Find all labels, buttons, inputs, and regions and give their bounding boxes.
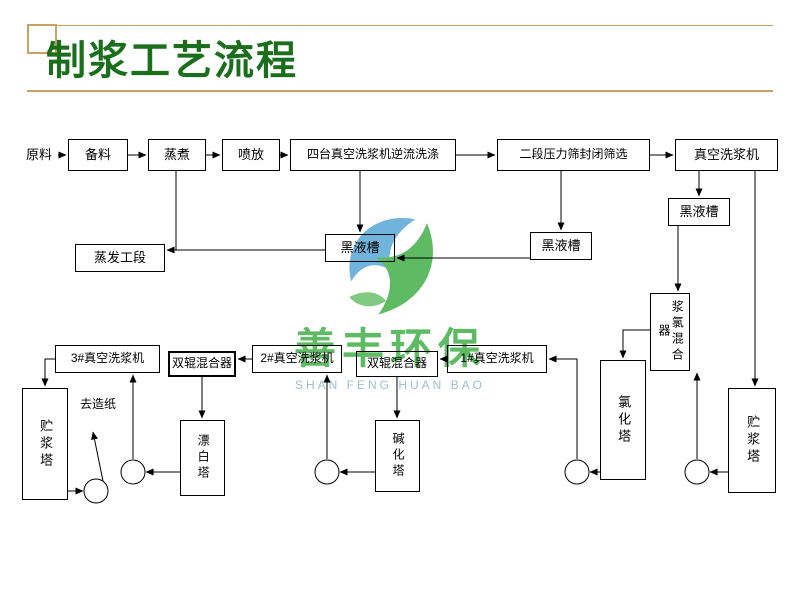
box-chlorination-tower: 氯化塔 [600,360,646,480]
to-papermaking-label: 去造纸 [79,397,116,412]
box-vacuum-washer-top: 真空洗浆机 [675,139,778,171]
title-bottom-rule [27,90,773,92]
box-countercurrent-washing: 四台真空洗浆机逆流洗涤 [290,139,456,171]
box-pulp-chlorine-mixer: 浆氯混合器 [650,293,690,371]
box-storage-tower-left: 贮浆塔 [22,388,68,500]
box-cooking: 蒸煮 [148,139,206,171]
box-blow: 喷放 [222,139,280,171]
box-roll-mixer-right: 双辊混合器 [356,351,438,377]
box-storage-tower-right: 贮浆塔 [728,388,776,493]
box-alkali-tower: 碱化塔 [375,420,420,492]
box-roll-mixer-left: 双辊混合器 [168,351,236,377]
raw-material-label: 原料 [25,146,52,162]
box-black-liquor-right: 黑液槽 [668,198,730,226]
box-washer-1: 1#真空洗浆机 [447,345,547,373]
box-evaporation: 蒸发工段 [75,244,165,272]
box-material-prep: 备料 [68,139,128,171]
box-black-liquor-left: 黑液槽 [325,234,395,262]
box-bleaching-tower: 漂白塔 [180,420,225,496]
box-washer-3: 3#真空洗浆机 [55,345,160,373]
box-black-liquor-mid: 黑液槽 [530,232,592,260]
title-top-rule [27,25,773,26]
box-pressure-screening: 二段压力筛封闭筛选 [497,139,650,171]
slide-title: 制浆工艺流程 [46,38,298,83]
box-washer-2: 2#真空洗浆机 [252,345,342,373]
